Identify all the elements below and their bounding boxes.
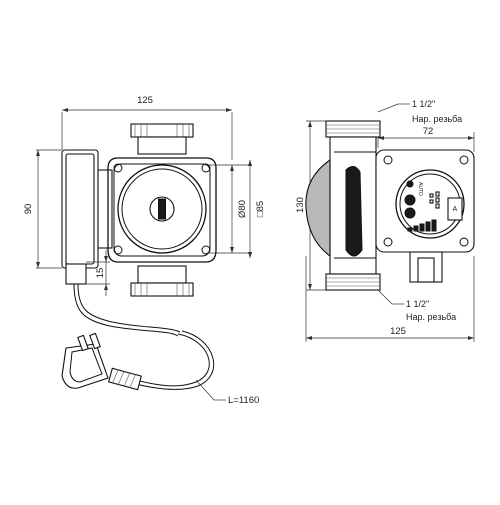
side-depth-label: 72 [423,126,434,137]
side-depth-dimension: 72 [377,126,475,152]
auto-mode-label: AUTO [417,182,423,196]
front-width-label: 125 [137,95,153,106]
front-diameter-dimensions: Ø80 □85 [206,160,266,258]
speed-level-icon [407,219,437,232]
top-thread-size: 1 1/2" [412,99,435,109]
bottom-thread-size: 1 1/2" [406,299,429,309]
front-width-dimension: 125 [61,95,233,160]
front-height-dimension: 90 [23,149,62,269]
front-motor-housing [107,157,217,263]
side-control-box: AUTO A [375,149,475,253]
power-plug-icon [61,332,142,391]
top-thread-type: Нар. резьба [412,114,462,124]
bottom-thread-type: Нар. резьба [406,312,456,322]
front-top-connection [130,123,194,155]
heating-mode-icon [404,194,416,206]
cable-length-callout: L=1160 [195,379,259,406]
side-length-label: 125 [390,326,406,337]
fan-mode-icon [404,207,416,219]
side-view: 1 1/2" Нар. резьба 72 130 [295,99,475,342]
front-offset-dimension: 15 [86,250,110,296]
side-terminal [409,251,443,283]
cable-length-label: L=1160 [228,395,259,406]
front-view: 125 90 [23,95,266,406]
side-height-label: 130 [295,197,306,213]
side-volute [305,158,331,258]
mode-button[interactable]: A [447,197,463,221]
square-size-label: □85 [255,201,266,217]
front-height-label: 90 [23,204,34,215]
bottom-thread-callout: 1 1/2" Нар. резьба [377,289,456,322]
diameter-label: Ø80 [237,200,248,218]
mode-button-label: A [453,206,458,213]
top-thread-callout: 1 1/2" Нар. резьба [377,99,462,124]
front-terminal-box [61,149,113,285]
front-bottom-connection [130,265,194,297]
side-pipe-body [325,120,381,291]
offset-label: 15 [95,268,106,279]
side-length-dimension: 125 [305,256,475,342]
power-cable [61,283,215,391]
